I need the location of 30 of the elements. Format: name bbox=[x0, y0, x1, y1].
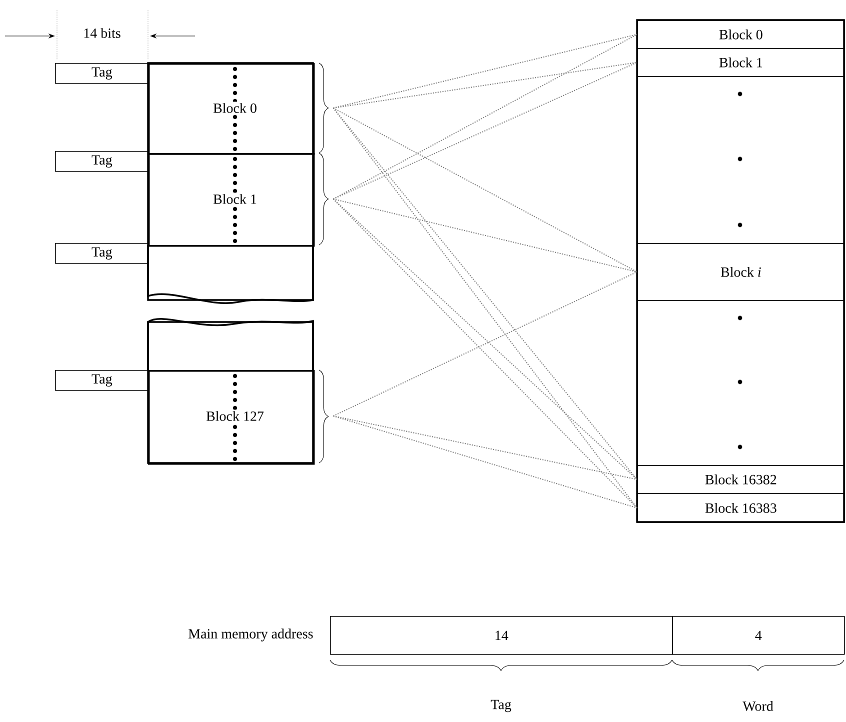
memory-block: Block 16383 bbox=[637, 493, 845, 523]
memory-block: Block 16382 bbox=[637, 465, 845, 494]
address-field: 4 bbox=[672, 616, 845, 655]
cache-block: Block 127 bbox=[148, 370, 315, 465]
brace bbox=[318, 152, 329, 246]
cache-block: Block 0 bbox=[148, 63, 315, 155]
tag-box: Tag bbox=[55, 63, 149, 84]
tag-box: Tag bbox=[55, 243, 149, 264]
brace-label: Word bbox=[742, 701, 774, 711]
brace bbox=[318, 62, 329, 154]
connector-line bbox=[333, 108, 638, 272]
connector-line bbox=[333, 416, 638, 508]
tag-box: Tag bbox=[55, 370, 149, 391]
brace bbox=[318, 370, 329, 464]
address-field: 14 bbox=[330, 616, 673, 655]
dimension-label: 14 bits bbox=[84, 28, 120, 38]
connector-line bbox=[333, 271, 638, 416]
connector-line bbox=[333, 198, 638, 272]
brace-label: Tag bbox=[490, 700, 512, 712]
connector-line bbox=[333, 62, 638, 200]
memory-block: Block i bbox=[637, 243, 845, 301]
field-label: Main memory address bbox=[188, 628, 313, 642]
cache-block: Block 1 bbox=[148, 153, 315, 247]
memory-block: Block 1 bbox=[637, 48, 845, 77]
node-label: Block 0 bbox=[719, 29, 762, 40]
tag-box: Tag bbox=[55, 151, 149, 172]
connector-line bbox=[333, 34, 638, 200]
connector-line bbox=[333, 62, 638, 109]
connector-line bbox=[333, 415, 638, 480]
connector-line bbox=[333, 34, 638, 109]
